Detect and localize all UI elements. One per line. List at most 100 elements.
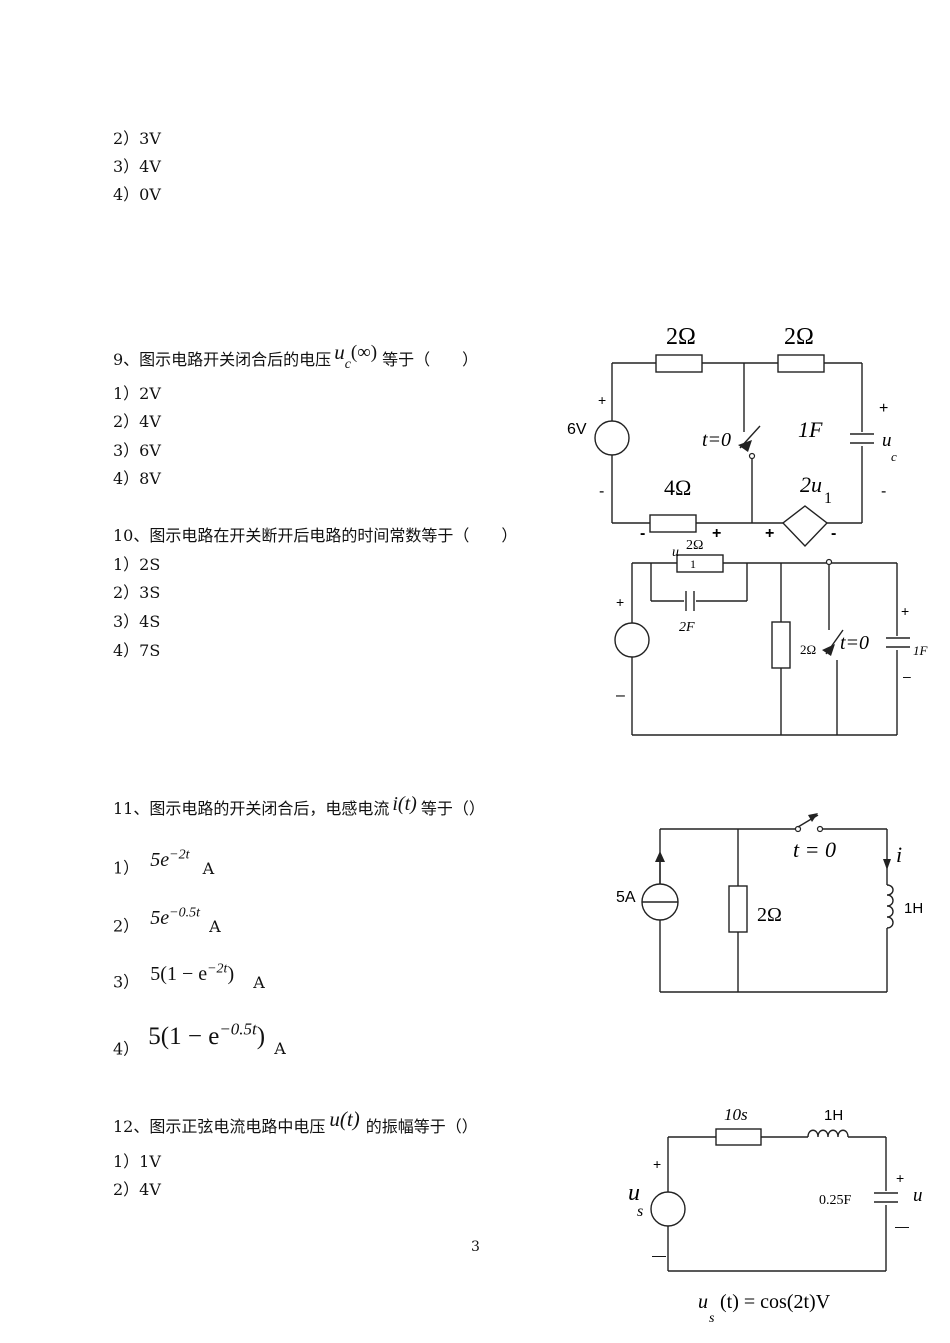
q11-option-2-unit: A [209, 916, 221, 936]
q12-cap-plus: + [896, 1170, 904, 1186]
q11-label-source: 5A [616, 889, 636, 906]
q9-r3-plus: + [712, 525, 721, 542]
q12-wires [667, 1136, 887, 1272]
q12-formula-us: u [698, 1291, 708, 1313]
q10-source-plus: + [616, 594, 624, 610]
q11-current-source [641, 851, 679, 921]
q10-label-u1: u [672, 545, 679, 560]
q11-option-2-base: 5e [150, 906, 170, 929]
q9-option-1: 1）2V [113, 384, 161, 403]
q10-label-u1-sub: 1 [690, 557, 696, 571]
q9-label-dep-sub: 1 [824, 490, 832, 507]
q9-cap-plus: + [879, 400, 888, 417]
q9-voltage-source [594, 420, 630, 456]
q9-label-switch: t=0 [702, 429, 731, 451]
q11-option-3-unit: A [253, 972, 265, 992]
q9-stem-var: u [334, 340, 345, 364]
q11-option-2: 2） 5e−0.5t A [113, 906, 221, 936]
q10-label-switch: t=0 [840, 632, 869, 654]
q11-option-3-exp: −2t [207, 961, 228, 976]
q12-resistor [715, 1128, 762, 1146]
q9-label-r3: 4Ω [664, 475, 691, 500]
q10-voltage-source [614, 622, 650, 658]
q9-source-plus: + [598, 392, 606, 408]
q10-switch-icon [822, 558, 844, 656]
q10-source-minus: – [616, 687, 625, 704]
q11-option-4-unit: A [274, 1039, 286, 1059]
q12-label-us-sub: s [637, 1203, 643, 1220]
q9-dep-minus: - [831, 525, 836, 542]
q9-resistor-top-left [655, 354, 703, 373]
q11-option-2-exp: −0.5t [169, 905, 201, 920]
q10-resistor-2 [771, 621, 791, 669]
q12-voltage-source [650, 1191, 686, 1227]
q9-resistor-top-right [777, 354, 825, 373]
q12-label-l: 1H [824, 1107, 843, 1124]
q11-option-4: 4） 5(1 − e−0.5t) A [113, 1021, 286, 1059]
q9-stem-pre: 9、图示电路开关闭合后的电压 [113, 350, 332, 369]
q9-resistor-bottom [649, 514, 697, 533]
q9-option-3: 3）6V [113, 441, 161, 460]
q12-label-r: 10s [724, 1105, 748, 1124]
q11-resistor [728, 885, 748, 933]
q12-label-c: 0.25F [819, 1193, 852, 1208]
q9-label-source: 6V [567, 421, 587, 438]
q11-option-4-number: 4） [113, 1039, 140, 1059]
q11-option-3-number: 3） [113, 972, 140, 992]
q12-stem-pre: 12、图示正弦电流电路中电压 [113, 1117, 326, 1136]
q9-stem-post: 等于（ ） [382, 350, 479, 369]
q10-option-1: 1）2S [113, 555, 161, 574]
q11-option-3-tail: ) [227, 962, 235, 985]
q12-option-2: 2）4V [113, 1180, 161, 1199]
q11-switch-icon [794, 813, 824, 833]
q10-cap-plus: + [901, 603, 909, 619]
q11-stem-post: 等于（） [420, 799, 485, 818]
q11-current-arrow-icon [883, 859, 891, 870]
q8-option-2: 2）3V [113, 129, 161, 148]
q12-cap-minus: — [895, 1218, 909, 1234]
q11-label-i: i [896, 842, 902, 867]
q11-option-1-base: 5e [150, 848, 170, 871]
q8-option-3: 3）4V [113, 157, 161, 176]
q9-label-r2: 2Ω [784, 324, 814, 350]
q10-label-c1: 2F [679, 620, 695, 635]
q9-source-minus: - [599, 483, 604, 500]
q12-source-plus: + [653, 1156, 661, 1172]
q11-option-1-number: 1） [113, 858, 140, 878]
q11-stem-pre: 11、图示电路的开关闭合后，电感电流 [113, 799, 390, 818]
q11-option-2-number: 2） [113, 916, 140, 936]
q12-source-minus: — [652, 1247, 666, 1263]
page-number: 3 [471, 1239, 480, 1255]
q11-option-1-exp: −2t [169, 847, 190, 862]
q10-label-r1: 2Ω [686, 538, 703, 553]
q10-option-3: 3）4S [113, 612, 161, 631]
q11-option-3-expr: 5(1 − e−2t) [150, 961, 235, 985]
q8-option-4: 4）0V [113, 185, 161, 204]
q11-option-4-base: 5(1 − e [148, 1023, 220, 1051]
q10-capacitor-1 [684, 590, 696, 612]
q11-option-4-tail: ) [256, 1023, 266, 1051]
q11-label-l: 1H [904, 900, 923, 917]
q10-label-c2: 1F [913, 643, 929, 658]
q11-option-1-unit: A [202, 858, 215, 878]
q10-option-4: 4）7S [113, 641, 161, 660]
q11-option-4-expr: 5(1 − e−0.5t) [148, 1021, 266, 1051]
q11-inductor [886, 884, 894, 929]
q9-capacitor [848, 432, 876, 446]
q9-dep-plus: + [765, 525, 774, 542]
q12-capacitor [872, 1191, 900, 1205]
q11-label-r: 2Ω [757, 904, 782, 926]
q9-label-uc: u [882, 430, 892, 451]
q11-option-2-expr: 5e−0.5t [150, 905, 201, 929]
q12-label-u: u [913, 1185, 923, 1206]
q9-stem-sub: c [344, 357, 351, 372]
q10-option-2: 2）3S [113, 583, 161, 602]
q11-option-3: 3） 5(1 − e−2t) A [113, 962, 265, 992]
